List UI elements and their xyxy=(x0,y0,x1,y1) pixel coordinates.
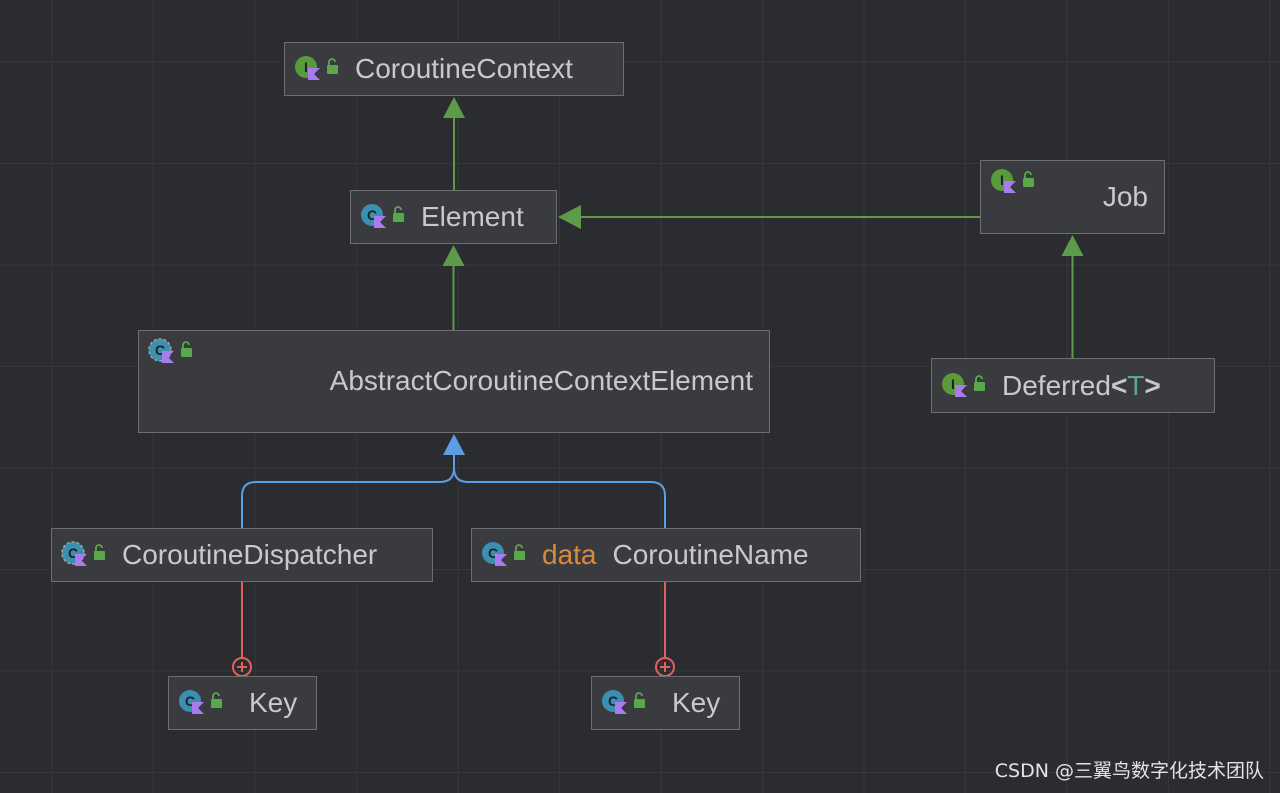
kotlin-icon xyxy=(1004,181,1016,193)
node-coroutine-name[interactable]: C data CoroutineName xyxy=(471,528,861,582)
svg-text:C: C xyxy=(185,693,195,709)
edge-deferred-extends-job xyxy=(1061,235,1084,358)
public-lock-icon xyxy=(974,374,985,391)
kotlin-icon xyxy=(955,384,967,397)
edge-element-extends-coroutine-context xyxy=(443,97,465,190)
nested-circle-plus-icon xyxy=(655,657,675,677)
node-label: CoroutineDispatcher xyxy=(122,539,378,570)
public-lock-icon xyxy=(634,692,645,708)
generic-open: < xyxy=(1110,369,1128,401)
edge-coroutine-name-nests-name-key xyxy=(655,582,675,677)
node-label: Key xyxy=(672,687,721,718)
node-name-key[interactable]: C Key xyxy=(591,676,740,730)
edge-coroutine-dispatcher-nests-dispatcher-key xyxy=(232,582,252,677)
node-label: AbstractCoroutineContextElement xyxy=(329,365,753,396)
svg-text:C: C xyxy=(68,545,78,561)
node-dispatcher-key[interactable]: C Key xyxy=(168,676,317,730)
public-lock-icon xyxy=(181,341,192,357)
edge-coroutine-name-implements-abstract-coroutine-context-element xyxy=(453,454,666,528)
public-lock-icon xyxy=(327,58,338,74)
node-deferred[interactable]: I Deferred<T> xyxy=(931,358,1215,413)
svg-text:I: I xyxy=(304,59,308,75)
svg-text:C: C xyxy=(608,693,618,709)
node-label: Key xyxy=(249,687,298,718)
kotlin-icon xyxy=(374,216,386,228)
svg-text:I: I xyxy=(1000,172,1004,188)
node-label: CoroutineContext xyxy=(355,53,573,84)
kotlin-icon xyxy=(75,554,87,566)
public-lock-icon xyxy=(514,544,525,560)
svg-text:C: C xyxy=(155,342,165,358)
watermark: CSDN @三翼鸟数字化技术团队 xyxy=(994,760,1264,782)
node-coroutine-dispatcher[interactable]: C CoroutineDispatcher xyxy=(51,528,433,582)
public-lock-icon xyxy=(211,692,222,708)
svg-text:C: C xyxy=(367,207,377,223)
generic-param: T xyxy=(1127,369,1145,401)
kotlin-icon xyxy=(495,554,507,566)
edge-abstract-coroutine-context-element-extends-element xyxy=(442,245,465,330)
implements-arrowhead-abstract-coroutine-context-element xyxy=(443,434,465,455)
node-abstract-coroutine-context-element[interactable]: C AbstractCoroutineContextElement xyxy=(138,330,770,433)
public-lock-icon xyxy=(393,206,404,222)
edge-coroutine-dispatcher-implements-abstract-coroutine-context-element xyxy=(241,454,455,528)
public-lock-icon xyxy=(1023,171,1034,187)
node-label: Job xyxy=(1102,181,1148,212)
node-label: Element xyxy=(421,201,524,232)
node-label: Deferred<T> xyxy=(1002,370,1161,402)
node-job[interactable]: I Job xyxy=(980,160,1165,234)
deferred-name: Deferred xyxy=(1002,369,1111,401)
coroutine-name-label: CoroutineName xyxy=(612,539,809,570)
nested-circle-plus-icon xyxy=(232,657,252,677)
svg-text:I: I xyxy=(951,376,955,392)
kotlin-icon xyxy=(192,702,204,714)
edge-job-extends-element xyxy=(558,205,980,229)
generic-close: > xyxy=(1144,369,1161,401)
node-element[interactable]: C Element xyxy=(350,190,557,244)
kotlin-icon xyxy=(615,702,627,714)
node-label: data CoroutineName xyxy=(542,539,809,571)
kotlin-icon xyxy=(308,68,320,80)
node-coroutine-context[interactable]: I CoroutineContext xyxy=(284,42,624,96)
data-keyword: data xyxy=(542,539,597,570)
svg-text:C: C xyxy=(488,545,498,561)
public-lock-icon xyxy=(94,544,105,560)
kotlin-icon xyxy=(162,351,174,363)
